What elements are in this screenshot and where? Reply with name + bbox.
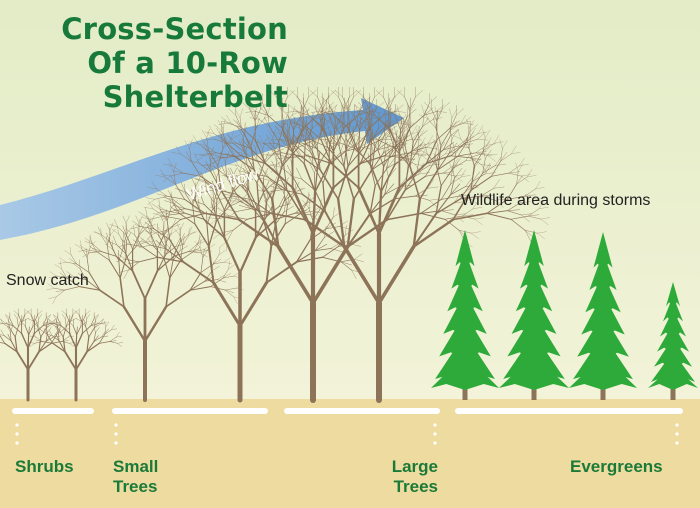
tree-row	[0, 87, 698, 403]
large-tree-2	[207, 87, 551, 403]
shrubs-label: Shrubs	[15, 457, 74, 476]
diagram-title: Cross-Section Of a 10-Row Shelterbelt	[61, 12, 288, 114]
dot	[675, 423, 679, 427]
dot	[433, 423, 437, 427]
dot	[15, 441, 19, 445]
dot	[433, 441, 437, 445]
title-line-2: Of a 10-Row	[87, 46, 288, 80]
category-dividers	[12, 408, 683, 445]
dot	[675, 441, 679, 445]
dot	[433, 432, 437, 436]
evergreen-1	[431, 230, 499, 400]
shrub-2	[28, 308, 124, 402]
shrub-1	[0, 308, 76, 402]
dot	[675, 432, 679, 436]
small-trees-label: Small Trees	[113, 457, 159, 496]
evergreen-3	[569, 232, 637, 400]
wind-flow-arrow	[0, 98, 404, 240]
title-line-3: Shelterbelt	[102, 80, 288, 114]
wildlife-area-label: Wildlife area during storms	[461, 192, 651, 209]
large-trees-label: Large Trees	[391, 457, 438, 496]
evergreens-label: Evergreens	[570, 457, 663, 476]
dot	[114, 423, 118, 427]
evergreen-2	[499, 230, 569, 400]
shrubs-bar	[12, 408, 94, 414]
small-trees-bar	[112, 408, 268, 414]
dot	[15, 432, 19, 436]
small-tree-1	[46, 215, 244, 402]
dot	[15, 423, 19, 427]
large-trees-bar	[284, 408, 440, 414]
snow-catch-label: Snow catch	[6, 272, 89, 289]
evergreen-4	[648, 282, 698, 400]
evergreens-bar	[455, 408, 683, 414]
ground	[0, 399, 700, 508]
title-line-1: Cross-Section	[61, 12, 288, 46]
dot	[114, 432, 118, 436]
dot	[114, 441, 118, 445]
